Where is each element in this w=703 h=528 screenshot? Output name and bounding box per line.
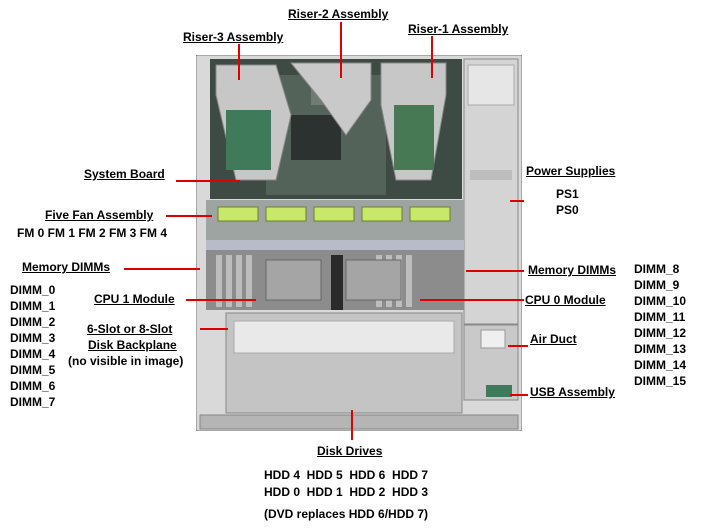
leader-system-board [176, 180, 240, 182]
label-ps1: PS1 [556, 187, 579, 201]
dimm-label: DIMM_7 [10, 395, 56, 409]
leader-riser3 [238, 44, 240, 80]
dimm-label: DIMM_10 [634, 294, 687, 308]
leader-disk-drives [351, 410, 353, 440]
leader-five-fan [166, 215, 212, 217]
label-hdd-top-row: HDD 4 HDD 5 HDD 6 HDD 7 [264, 468, 429, 482]
label-cpu0-module: CPU 0 Module [525, 293, 606, 307]
label-memory-dimms-left: Memory DIMMs [22, 260, 111, 274]
label-backplane-note: (no visible in image) [68, 354, 184, 368]
label-five-fan-assembly: Five Fan Assembly [45, 208, 154, 222]
leader-air-duct [508, 345, 528, 347]
dimm-list-left: DIMM_0 DIMM_1 DIMM_2 DIMM_3 DIMM_4 DIMM_… [10, 282, 55, 410]
leader-riser1 [431, 36, 433, 78]
label-fan-modules: FM 0 FM 1 FM 2 FM 3 FM 4 [17, 226, 168, 240]
label-riser-3: Riser-3 Assembly [183, 30, 284, 44]
dimm-label: DIMM_6 [10, 379, 56, 393]
dimm-label: DIMM_11 [634, 310, 686, 324]
leader-cpu1 [186, 299, 256, 301]
server-top-view [195, 54, 523, 432]
dimm-label: DIMM_9 [634, 278, 680, 292]
label-backplane-line1: 6-Slot or 8-Slot [87, 322, 173, 336]
label-riser-1: Riser-1 Assembly [408, 22, 509, 36]
label-riser-2: Riser-2 Assembly [288, 7, 389, 21]
dimm-label: DIMM_1 [10, 299, 56, 313]
dimm-label: DIMM_0 [10, 283, 56, 297]
dimm-label: DIMM_14 [634, 358, 687, 372]
leader-power-supplies [510, 200, 524, 202]
label-cpu1-module: CPU 1 Module [94, 292, 175, 306]
label-system-board: System Board [84, 167, 165, 181]
label-dvd-note: (DVD replaces HDD 6/HDD 7) [264, 507, 429, 521]
dimm-label: DIMM_8 [634, 262, 680, 276]
dimm-label: DIMM_2 [10, 315, 56, 329]
label-memory-dimms-right: Memory DIMMs [528, 263, 617, 277]
dimm-label: DIMM_3 [10, 331, 56, 345]
leader-backplane [200, 328, 228, 330]
leader-cpu0 [420, 299, 524, 301]
dimm-label: DIMM_15 [634, 374, 687, 388]
dimm-label: DIMM_5 [10, 363, 56, 377]
dimm-label: DIMM_13 [634, 342, 687, 356]
leader-memory-left [124, 268, 200, 270]
dimm-label: DIMM_4 [10, 347, 56, 361]
leader-usb [510, 394, 528, 396]
label-hdd-bottom-row: HDD 0 HDD 1 HDD 2 HDD 3 [264, 485, 429, 499]
label-ps0: PS0 [556, 203, 579, 217]
leader-memory-right [466, 270, 524, 272]
label-air-duct: Air Duct [530, 332, 577, 346]
label-power-supplies: Power Supplies [526, 164, 616, 178]
server-chassis-illustration [195, 54, 523, 432]
label-disk-drives: Disk Drives [317, 444, 383, 458]
label-usb-assembly: USB Assembly [530, 385, 615, 399]
label-backplane-line2: Disk Backplane [88, 338, 177, 352]
dimm-label: DIMM_12 [634, 326, 687, 340]
dimm-list-right: DIMM_8 DIMM_9 DIMM_10 DIMM_11 DIMM_12 DI… [634, 261, 686, 389]
leader-riser2 [340, 22, 342, 78]
